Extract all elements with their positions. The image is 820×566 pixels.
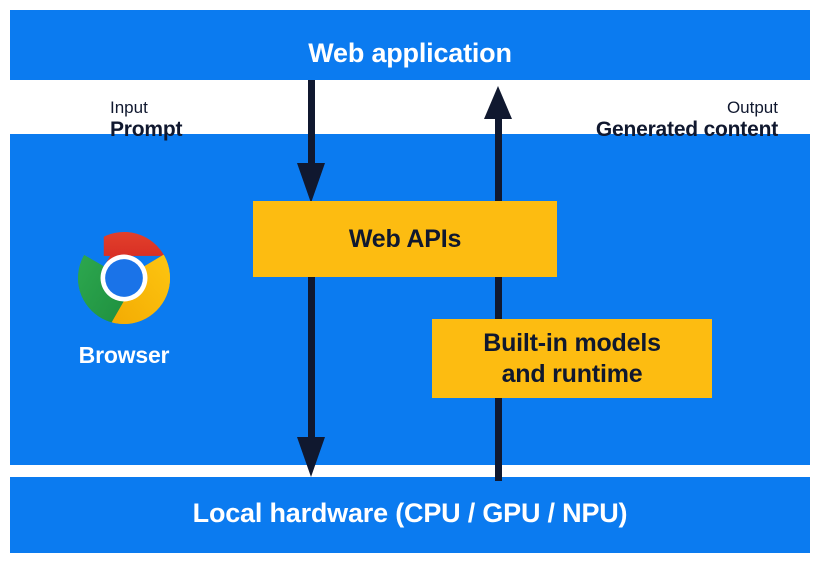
input-arrow-stem-lower — [308, 203, 315, 439]
panel-local-hardware — [10, 477, 810, 553]
output-arrow-stem — [495, 116, 502, 481]
input-value: Prompt — [110, 118, 183, 142]
browser-label: Browser — [78, 342, 170, 368]
output-value: Generated content — [595, 118, 778, 142]
input-arrow-head-upper-icon — [297, 163, 325, 203]
input-arrow-stem-upper — [308, 80, 315, 166]
output-kicker: Output — [726, 98, 778, 117]
box-built-in-models-label: Built-in models and runtime — [483, 328, 661, 389]
box-built-in-models-line2: and runtime — [501, 359, 643, 388]
input-flow-label: Input Prompt — [110, 98, 183, 143]
box-web-apis: Web APIs — [253, 201, 557, 277]
output-flow-label: Output Generated content — [596, 98, 778, 143]
input-kicker: Input — [110, 98, 148, 117]
box-built-in-models-line1: Built-in models — [483, 329, 661, 357]
web-application-title: Web application — [308, 38, 512, 68]
output-arrow-head-icon — [484, 86, 512, 119]
box-web-apis-label: Web APIs — [348, 224, 462, 253]
chrome-logo-icon — [78, 232, 170, 324]
panel-web-application: Web application — [10, 10, 810, 80]
input-arrow-head-lower-icon — [297, 437, 325, 477]
box-built-in-models: Built-in models and runtime — [432, 319, 712, 398]
local-hardware-title: Local hardware (CPU / GPU / NPU) — [192, 498, 628, 528]
